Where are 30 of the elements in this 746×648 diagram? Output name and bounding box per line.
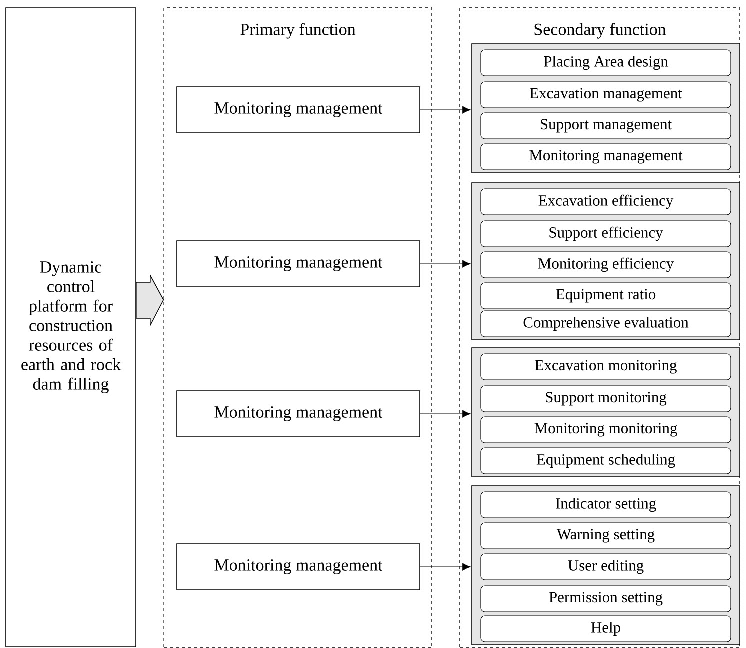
- platform-box: Dynamic control platform for construction resources of earth and rock dam filling: [6, 8, 136, 648]
- item-box: Permission setting: [480, 586, 732, 612]
- panel-heading: Secondary function: [534, 23, 666, 39]
- arrow: [420, 106, 471, 114]
- function-box: Monitoring management: [176, 390, 420, 438]
- function-box: Monitoring management: [176, 544, 420, 590]
- item-box: Monitoring efficiency: [480, 252, 732, 278]
- item-box: Monitoring management: [480, 144, 732, 170]
- item-box: Placing Area design: [480, 50, 732, 76]
- item-box: Support management: [480, 112, 732, 140]
- item-box: Monitoring monitoring: [480, 416, 732, 444]
- block-arrow: [136, 274, 164, 328]
- item-box: Comprehensive evaluation: [480, 310, 732, 338]
- item-box: Indicator setting: [480, 492, 732, 518]
- item-box: Support monitoring: [480, 386, 732, 412]
- item-box: Support efficiency: [480, 220, 732, 248]
- panel-heading: Primary function: [240, 23, 356, 39]
- function-box: Monitoring management: [176, 240, 420, 288]
- item-box: Excavation efficiency: [480, 188, 732, 216]
- arrow: [420, 410, 471, 418]
- item-box: Help: [480, 616, 732, 642]
- arrow: [420, 563, 471, 571]
- item-box: User editing: [480, 554, 732, 580]
- item-box: Excavation monitoring: [480, 354, 732, 380]
- item-box: Equipment scheduling: [480, 448, 732, 474]
- arrow: [420, 260, 471, 268]
- item-box: Equipment ratio: [480, 282, 732, 310]
- item-box: Warning setting: [480, 522, 732, 550]
- function-box: Monitoring management: [176, 86, 420, 134]
- item-box: Excavation management: [480, 82, 732, 108]
